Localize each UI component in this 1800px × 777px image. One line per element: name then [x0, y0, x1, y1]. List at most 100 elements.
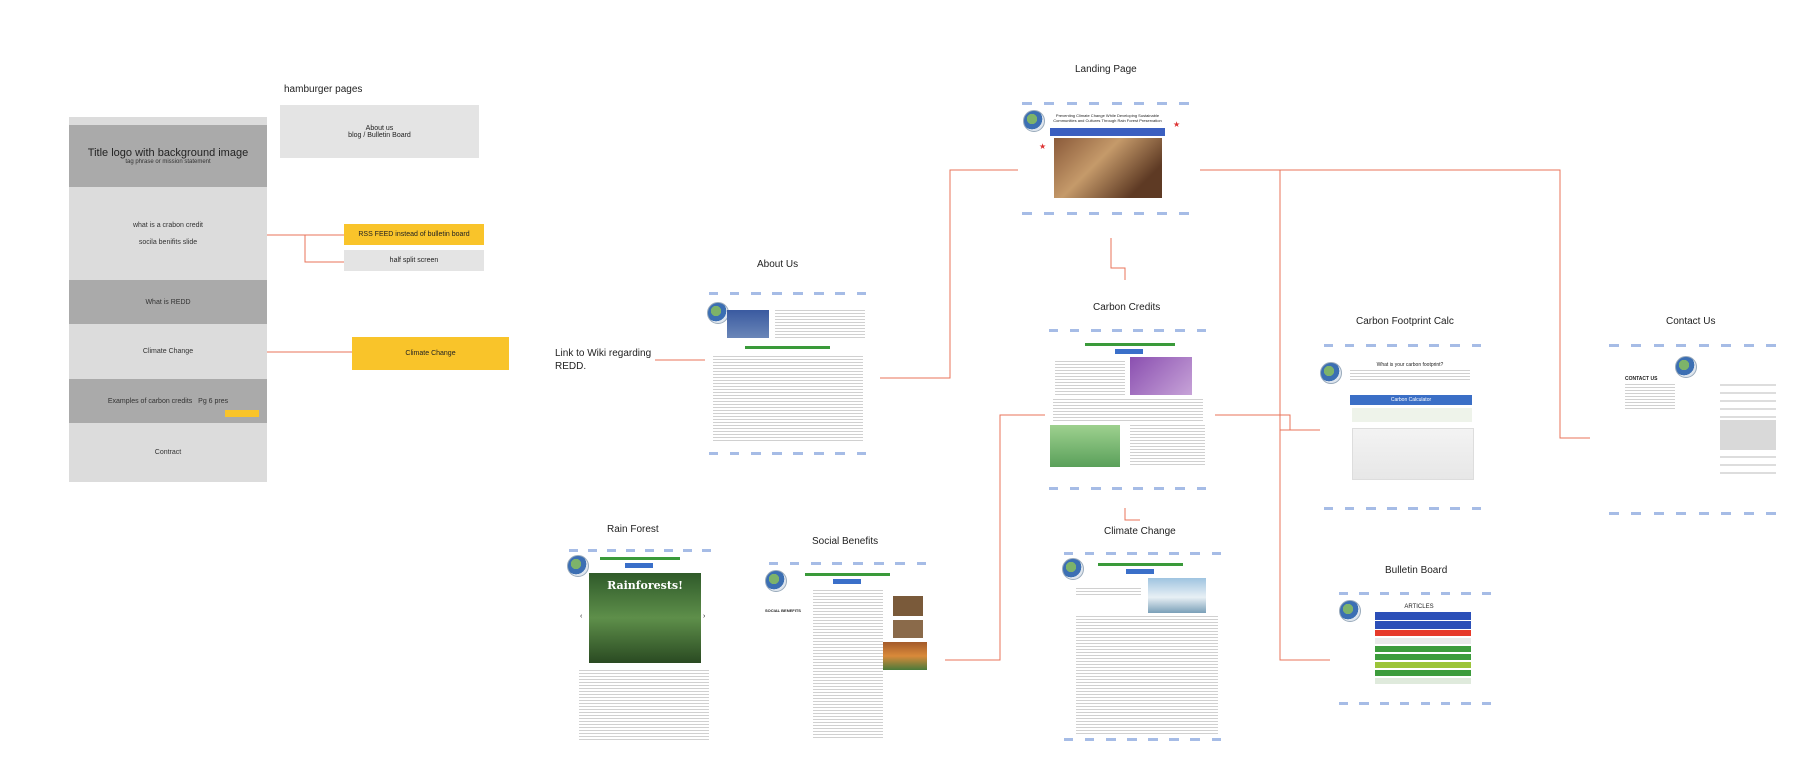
rainforest-green-banner — [600, 557, 680, 560]
contact-address-text — [1625, 384, 1675, 410]
bulletin-article-2[interactable] — [1375, 621, 1471, 629]
wireframe-header-subtitle: tag phrase or mission statement — [125, 159, 211, 165]
bulletin-articles-heading: ARTICLES — [1404, 604, 1434, 610]
wireframe-climate-block: Climate Change — [69, 324, 267, 379]
carbon-diagram-image — [1050, 425, 1120, 467]
about-us-mockup — [705, 288, 870, 463]
calc-intro-text — [1350, 370, 1470, 382]
wireframe-redd-label: What is REDD — [145, 298, 191, 306]
rainforest-body-text — [579, 670, 709, 742]
bulletin-article-5[interactable] — [1375, 646, 1471, 652]
bulletin-logo-icon — [1339, 600, 1361, 622]
rainforest-next-arrow-icon[interactable]: › — [703, 613, 706, 620]
climate-change-title: Climate Change — [1104, 526, 1176, 537]
bulletin-article-3[interactable] — [1375, 630, 1471, 636]
landing-page-title: Landing Page — [1075, 64, 1137, 75]
carbon-text-block3 — [1130, 425, 1205, 467]
social-benefits-title: Social Benefits — [812, 536, 879, 547]
about-body-text — [713, 356, 863, 441]
climate-green-banner — [1098, 563, 1183, 566]
wireframe-examples-text: Examples of carbon credits — [107, 397, 193, 405]
carbon-credits-title: Carbon Credits — [1093, 302, 1161, 313]
rainforest-logo-icon — [567, 555, 589, 577]
social-body-text — [813, 590, 883, 740]
bulletin-article-6[interactable] — [1375, 654, 1471, 660]
landing-banner — [1050, 128, 1165, 136]
about-green-heading — [745, 346, 830, 349]
wireframe-carbon-line1: what is a crabon credit — [132, 221, 204, 229]
climate-change-note: Climate Change — [352, 337, 509, 370]
contact-message-field — [1720, 420, 1776, 450]
hamburger-about-us: About us — [365, 124, 394, 132]
wireframe-examples-label: Examples of carbon credits Pg 6 pres — [108, 398, 228, 405]
wireframe-examples-pg: Pg 6 pres — [198, 397, 229, 405]
landing-star-left-icon: ★ — [1039, 142, 1047, 151]
carbon-calc-title: Carbon Footprint Calc — [1356, 316, 1454, 327]
social-green-banner — [805, 573, 890, 576]
wireframe-contract-label: Contract — [154, 449, 182, 456]
rainforest-prev-arrow-icon[interactable]: ‹ — [580, 613, 583, 620]
homepage-wireframe: Title logo with background image tag phr… — [69, 117, 267, 482]
social-image-1 — [893, 596, 923, 616]
bulletin-board-title: Bulletin Board — [1385, 565, 1448, 576]
contact-heading: CONTACT US — [1625, 376, 1658, 382]
wireframe-examples-button — [225, 410, 259, 417]
wireframe-examples-block: Examples of carbon credits Pg 6 pres — [69, 379, 267, 423]
climate-logo-icon — [1062, 558, 1084, 580]
bulletin-article-1[interactable] — [1375, 612, 1471, 620]
bulletin-article-7[interactable] — [1375, 662, 1471, 668]
climate-body-text — [1076, 616, 1218, 736]
about-us-title: About Us — [757, 259, 799, 270]
carbon-text-block2 — [1053, 399, 1203, 421]
calc-results-panel — [1352, 428, 1474, 480]
about-logo-icon — [707, 302, 729, 324]
bulletin-article-8[interactable] — [1375, 670, 1471, 676]
social-benefits-mockup: SOCIAL BENEFITS — [765, 558, 930, 743]
carbon-cta-button — [1115, 349, 1143, 354]
climate-image — [1148, 578, 1206, 613]
carbon-calc-mockup: What is your carbon footprint? Carbon Ca… — [1320, 340, 1485, 515]
carbon-text-block1 — [1055, 361, 1125, 395]
wireframe-carbon-block: what is a crabon credit socila benifits … — [69, 187, 267, 280]
rainforest-slide-title: Rainforests! — [607, 579, 683, 592]
link-wiki-label: Link to Wiki regarding REDD. — [555, 348, 652, 372]
bulletin-article-9[interactable] — [1375, 678, 1471, 684]
hamburger-pages-box: About us blog / Bulletin Board — [280, 105, 479, 158]
contact-logo-icon — [1675, 356, 1697, 378]
social-logo-icon — [765, 570, 787, 592]
bulletin-article-4[interactable] — [1375, 638, 1471, 644]
climate-cta-button — [1126, 569, 1154, 574]
rainforest-slide-image: Rainforests! — [589, 573, 701, 663]
climate-change-mockup — [1060, 548, 1225, 748]
rainforest-cta-button — [625, 563, 653, 568]
landing-hero-image — [1054, 138, 1162, 198]
landing-headline: Preventing Climate Change While Developi… — [1053, 113, 1162, 123]
about-text-top — [775, 310, 865, 340]
social-heading: SOCIAL BENEFITS — [765, 608, 801, 613]
social-image-2 — [893, 620, 923, 638]
landing-logo-icon — [1023, 110, 1045, 132]
social-cta-button — [833, 579, 861, 584]
rain-forest-title: Rain Forest — [607, 524, 659, 535]
bulletin-board-mockup: ARTICLES — [1335, 588, 1495, 718]
calc-question: What is your carbon footprint? — [1376, 362, 1444, 368]
hamburger-pages-title: hamburger pages — [284, 84, 363, 95]
landing-page-mockup: Preventing Climate Change While Developi… — [1018, 98, 1193, 238]
carbon-credits-mockup — [1045, 325, 1210, 495]
wireframe-climate-label: Climate Change — [142, 348, 194, 355]
landing-star-right-icon: ★ — [1173, 120, 1181, 129]
about-image — [727, 310, 769, 338]
wireframe-header-block: Title logo with background image tag phr… — [69, 125, 267, 187]
half-split-note: half split screen — [344, 250, 484, 271]
hamburger-blog: blog / Bulletin Board — [348, 131, 411, 139]
social-image-3 — [883, 642, 927, 670]
wireframe-carbon-line2: socila benifits slide — [138, 238, 198, 246]
rain-forest-mockup: Rainforests! ‹ › — [565, 545, 715, 745]
carbon-credits-image — [1130, 357, 1192, 395]
climate-text-intro — [1076, 588, 1141, 596]
rss-feed-note: RSS FEED instead of bulletin board — [344, 224, 484, 245]
wireframe-contract-block: Contract — [69, 423, 267, 482]
calc-button: Carbon Calculator — [1350, 395, 1472, 405]
wireframe-redd-block: What is REDD — [69, 280, 267, 324]
